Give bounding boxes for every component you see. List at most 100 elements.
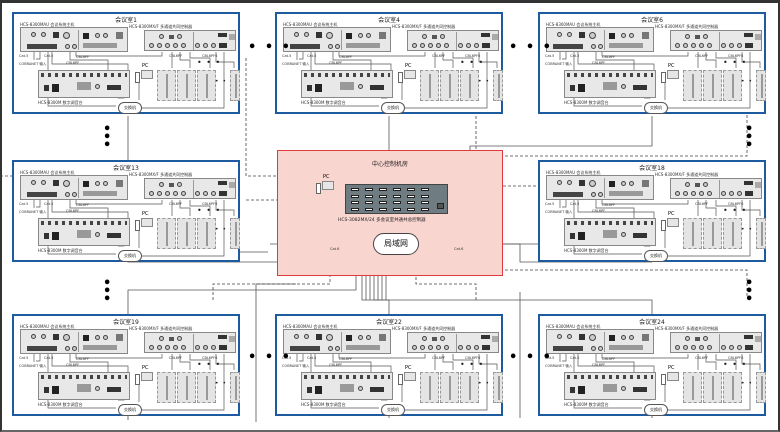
- digital-mixing-console: [301, 372, 393, 400]
- room-title: 会议室24: [639, 319, 665, 326]
- main-unit-label: HCS-8300MAU 会议系统主机: [20, 170, 75, 175]
- conference-room: 会议室19 HCS-8300MAU 会议系统主机 HCS-8300MX/F 多通…: [12, 314, 240, 416]
- cable-label: CBL6PF: [695, 54, 709, 58]
- interpreter-unit: [723, 70, 742, 101]
- matrix-port: [421, 194, 429, 198]
- interpreter-unit: [440, 372, 459, 403]
- conference-main-unit: [546, 27, 654, 52]
- more-units-ellipsis: • • •: [723, 206, 748, 215]
- lan-cloud-icon: 局域网: [373, 233, 419, 255]
- switch-cloud-icon: 交换机: [118, 404, 142, 416]
- interpreter-unit: [756, 70, 766, 101]
- matrix-power-port: [437, 203, 444, 209]
- digital-mixing-console: [38, 70, 130, 98]
- console-label: HCS-8300M 数字调音台: [564, 100, 609, 105]
- video-controller-label: HCS-8300MX/F 多通道共同控制器: [392, 24, 456, 29]
- matrix-port: [393, 207, 401, 211]
- conference-main-unit: [283, 329, 391, 354]
- room-pc: PC: [398, 365, 416, 385]
- video-controller-label: HCS-8300MX/F 多通道共同控制器: [129, 326, 193, 331]
- matrix-port: [379, 201, 387, 204]
- pc-label: PC: [142, 365, 149, 371]
- cable-label: CBL6PF6: [202, 54, 218, 58]
- pc-label: PC: [668, 365, 675, 371]
- pc-label: PC: [142, 211, 149, 217]
- switch-cloud-icon: 交换机: [644, 102, 668, 114]
- cobranet-label: COBRANET 输入: [19, 62, 47, 66]
- cable-label: CBL6PF6: [465, 356, 481, 360]
- matrix-port: [407, 201, 415, 204]
- room-pc: PC: [661, 365, 679, 385]
- console-label: HCS-8300M 数字调音台: [564, 402, 609, 407]
- switch-cloud-icon: 交换机: [381, 102, 405, 114]
- pc-monitor-icon: [404, 70, 416, 79]
- cat-label: Cat.6: [454, 247, 464, 251]
- cobranet-label: COBRANET 输入: [282, 62, 310, 66]
- cable-label: Cat.5: [19, 54, 29, 58]
- cobranet-label: COBRANET 输入: [282, 364, 310, 368]
- digital-mixing-console: [564, 218, 656, 246]
- main-unit-label: HCS-8300MAU 会议系统主机: [20, 22, 75, 27]
- matrix-port: [421, 207, 429, 211]
- console-label: HCS-8300M 数字调音台: [301, 402, 346, 407]
- room-pc: PC: [135, 211, 153, 231]
- matrix-port: [351, 201, 359, 204]
- switch-cloud-icon: 交换机: [644, 250, 668, 262]
- matrix-port: [351, 188, 359, 191]
- interpreter-unit: [230, 218, 240, 249]
- pc-monitor-icon: [322, 181, 334, 190]
- cable-label: CBL6PF: [602, 55, 616, 59]
- cable-label: Cat.5: [282, 356, 292, 360]
- cable-label: CBL6PF: [169, 202, 183, 206]
- main-unit-label: HCS-8300MAU 会议系统主机: [546, 170, 601, 175]
- cable-label: CBL6PF: [339, 357, 353, 361]
- continuation-dots: • • •: [248, 40, 292, 55]
- pc-monitor-icon: [141, 218, 153, 227]
- cable-label: Cat.5: [545, 54, 555, 58]
- central-matrix-controller: [345, 184, 448, 214]
- matrix-port: [379, 188, 387, 191]
- switch-label: 交换机: [387, 407, 399, 412]
- matrix-port: [365, 194, 373, 198]
- video-controller-label: HCS-8300MX/F 多通道共同控制器: [129, 172, 193, 177]
- room-pc: PC: [135, 365, 153, 385]
- switch-cloud-icon: 交换机: [118, 250, 142, 262]
- switch-label: 交换机: [387, 105, 399, 110]
- interpreter-unit: [493, 70, 503, 101]
- pc-monitor-icon: [667, 372, 679, 381]
- interpreter-unit: [683, 70, 702, 101]
- multi-channel-controller: [407, 30, 499, 51]
- matrix-port: [351, 207, 359, 211]
- matrix-port: [351, 194, 359, 198]
- continuation-dots: • • •: [248, 350, 292, 365]
- cobranet-label: COBRANET 输入: [19, 364, 47, 368]
- cable-label: CBL6PF: [66, 363, 80, 367]
- conference-main-unit: [546, 329, 654, 354]
- cable-label: CBL6PF: [592, 61, 606, 65]
- multi-channel-controller: [407, 332, 499, 353]
- main-unit-label: HCS-8300MAU 会议系统主机: [546, 22, 601, 27]
- switch-label: 交换机: [650, 253, 662, 258]
- pc-tower-icon: [661, 374, 666, 385]
- switch-cloud-icon: 交换机: [381, 404, 405, 416]
- video-controller-label: HCS-8300MX/F 多通道共同控制器: [655, 172, 719, 177]
- cable-label: CBL6PF: [329, 61, 343, 65]
- interpreter-unit: [723, 372, 742, 403]
- cable-label: CBL6PF: [329, 363, 343, 367]
- cable-label: Cat.5: [307, 356, 317, 360]
- room-cable: [577, 198, 655, 220]
- conference-room: 会议室4 HCS-8300MAU 会议系统主机 HCS-8300MX/F 多通道…: [275, 12, 503, 114]
- matrix-port: [407, 207, 415, 211]
- matrix-port: [379, 194, 387, 198]
- cable-label: CBL6PF: [76, 203, 90, 207]
- continuation-dots: • • •: [509, 350, 553, 365]
- more-units-ellipsis: • • •: [741, 226, 761, 233]
- pc-label: PC: [405, 63, 412, 69]
- room-title: 会议室19: [113, 319, 139, 326]
- console-label: HCS-8300M 数字调音台: [38, 248, 83, 253]
- video-controller-label: HCS-8300MX/F 多通道共同控制器: [392, 326, 456, 331]
- matrix-port: [393, 194, 401, 198]
- conference-room: 会议室18 HCS-8300MAU 会议系统主机 HCS-8300MX/F 多通…: [538, 160, 766, 262]
- vertical-continuation-dots: •••: [103, 122, 112, 153]
- pc-tower-icon: [398, 72, 403, 83]
